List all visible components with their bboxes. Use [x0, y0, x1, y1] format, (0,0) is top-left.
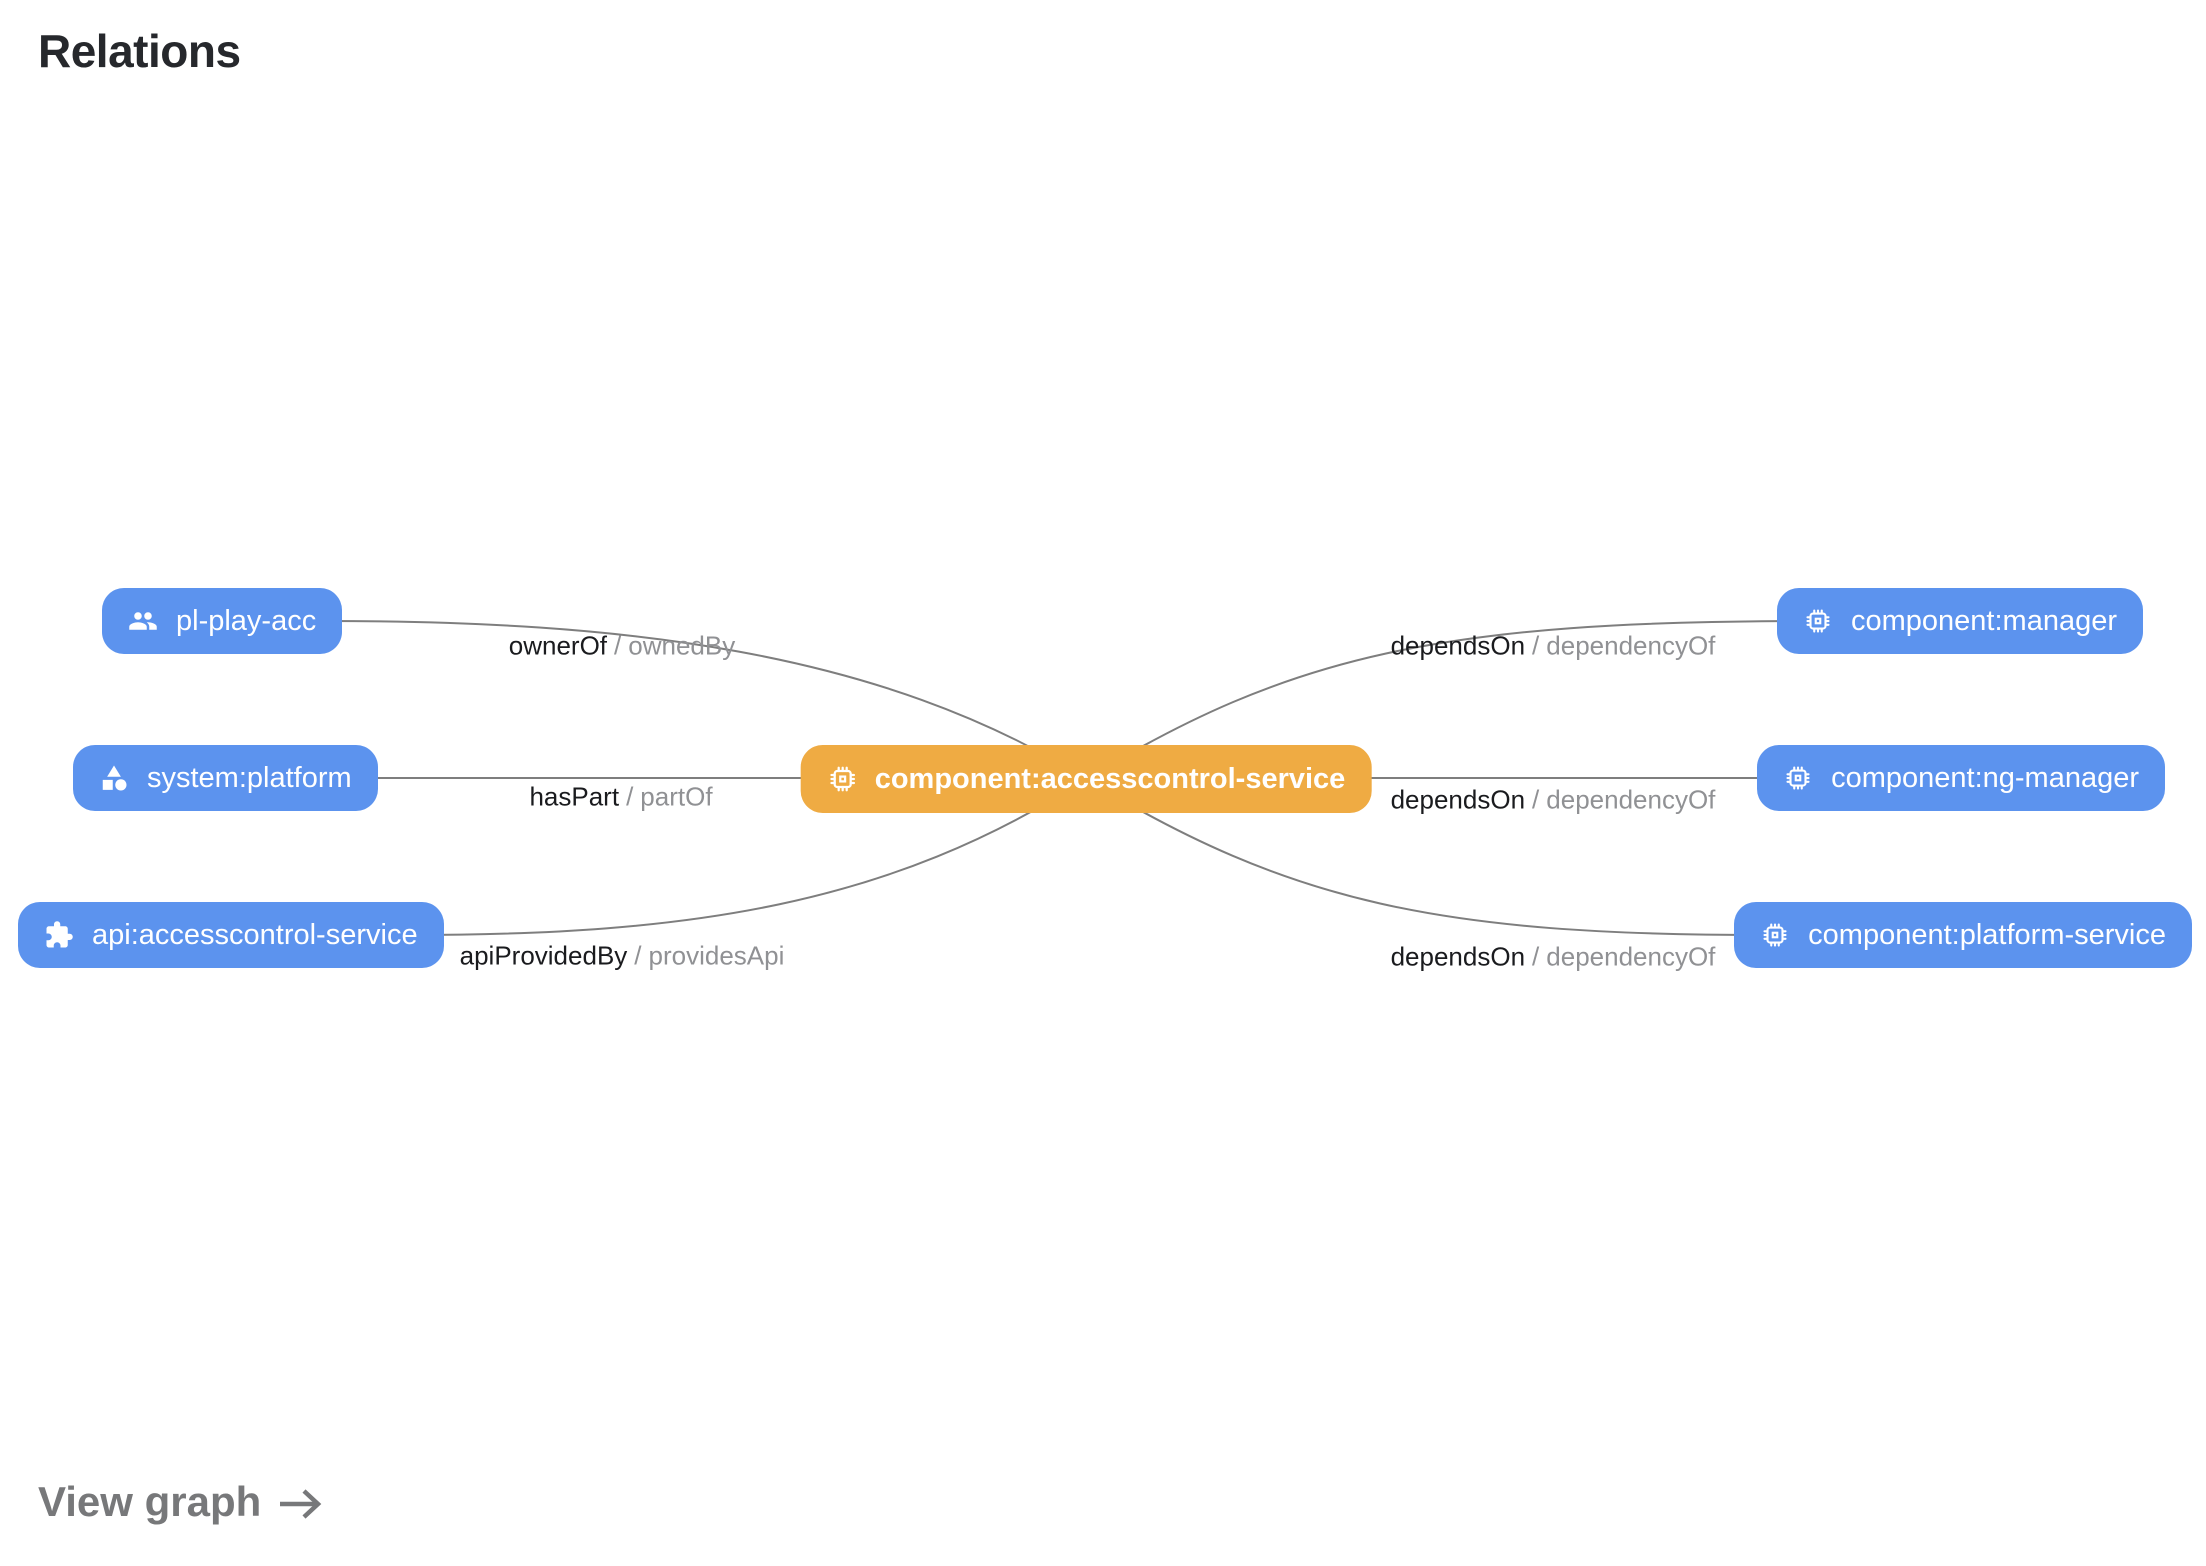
group-icon — [128, 606, 158, 636]
puzzle-icon — [44, 920, 74, 950]
edge-label-ownerof: ownerOf/ownedBy — [508, 630, 736, 661]
node-label: pl-play-acc — [176, 604, 317, 637]
chip-icon — [1803, 606, 1833, 636]
edge-label-apiprovidedby: apiProvidedBy/providesApi — [459, 940, 785, 971]
chip-icon — [1760, 920, 1790, 950]
edge-ownerof — [324, 620, 1087, 780]
node-label: system:platform — [147, 761, 352, 794]
entity-node-component-manager[interactable]: component:manager — [1777, 588, 2143, 654]
edge-label-haspart: hasPart/partOf — [529, 781, 713, 812]
entity-node-pl-play-acc[interactable]: pl-play-acc — [102, 588, 343, 654]
page-title: Relations — [38, 25, 241, 77]
arrow-right-icon — [277, 1482, 325, 1522]
entity-node-system-platform[interactable]: system:platform — [73, 745, 378, 811]
chip-icon — [1783, 763, 1813, 793]
entity-node-component-accesscontrol-service[interactable]: component:accesscontrol-service — [800, 745, 1372, 813]
edge-label-dependson-1: dependsOn/dependencyOf — [1390, 630, 1716, 661]
view-graph-link[interactable]: View graph — [38, 1478, 325, 1526]
edge-label-dependson-2: dependsOn/dependencyOf — [1390, 784, 1716, 815]
edge-dependson-1 — [1085, 620, 1813, 780]
edge-apiprovidedby — [409, 778, 1087, 936]
node-label: component:platform-service — [1808, 918, 2166, 951]
category-icon — [99, 763, 129, 793]
entity-node-component-platform-service[interactable]: component:platform-service — [1734, 902, 2192, 968]
view-graph-label: View graph — [38, 1478, 262, 1525]
edge-label-dependson-3: dependsOn/dependencyOf — [1390, 941, 1716, 972]
edge-dependson-3 — [1085, 778, 1766, 936]
node-label: api:accesscontrol-service — [92, 918, 418, 951]
entity-node-api-accesscontrol-service[interactable]: api:accesscontrol-service — [18, 902, 444, 968]
node-label: component:ng-manager — [1831, 761, 2139, 794]
node-label: component:manager — [1851, 604, 2117, 637]
chip-icon — [827, 763, 859, 795]
node-label: component:accesscontrol-service — [874, 762, 1346, 795]
entity-node-component-ng-manager[interactable]: component:ng-manager — [1757, 745, 2165, 811]
